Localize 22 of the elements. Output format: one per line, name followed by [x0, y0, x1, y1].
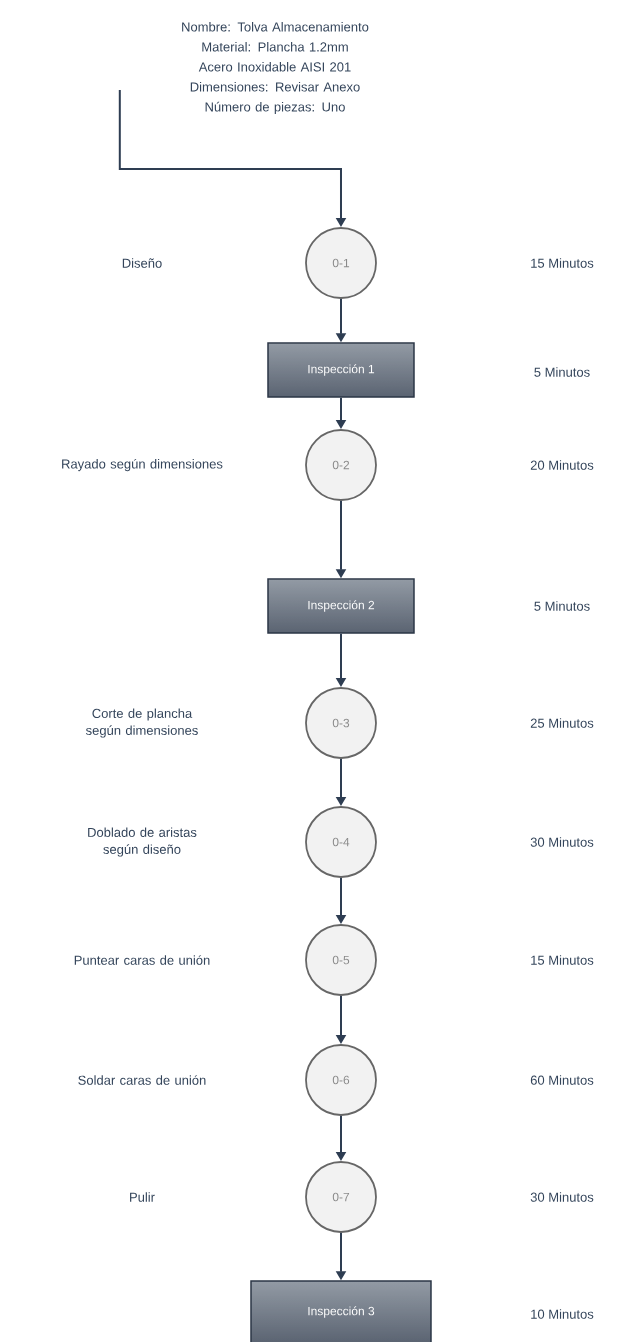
duration-label: 15 Minutos	[531, 258, 594, 268]
step-description: Puntear caras de unión	[74, 955, 210, 965]
duration-label: 20 Minutos	[530, 460, 594, 470]
step-description: Rayado según dimensiones	[62, 458, 223, 472]
duration-label: 15 Minutos	[531, 955, 594, 965]
inspection-box: Inspección 3	[250, 1280, 432, 1342]
duration-label: 30 Minutos	[530, 1192, 594, 1202]
arrow	[118, 89, 347, 227]
step-description: Pulir	[130, 1192, 155, 1202]
step-description: Soldar caras de unión	[78, 1075, 206, 1085]
step-description: Diseño	[122, 258, 162, 268]
duration-label: 25 Minutos	[530, 718, 594, 728]
duration-label: 30 Minutos	[530, 837, 594, 847]
inspection-box: Inspección 2	[267, 578, 415, 634]
step-description: Doblado de aristas según diseño	[88, 827, 197, 857]
duration-label: 10 Minutos	[531, 1309, 594, 1319]
specification-text: Nombre: Tolva Almacenamiento Material: Plancha 1.2mm Acero Inoxidable AISI 201 Dimensiones: Revisar Anexo Número de piezas: Uno	[182, 21, 369, 115]
inspection-box: Inspección 1	[267, 342, 415, 398]
duration-label: 60 Minutos	[530, 1075, 594, 1085]
duration-label: 5 Minutos	[534, 367, 590, 377]
step-description: Corte de plancha según dimensiones	[86, 708, 198, 738]
duration-label: 5 Minutos	[534, 601, 590, 611]
